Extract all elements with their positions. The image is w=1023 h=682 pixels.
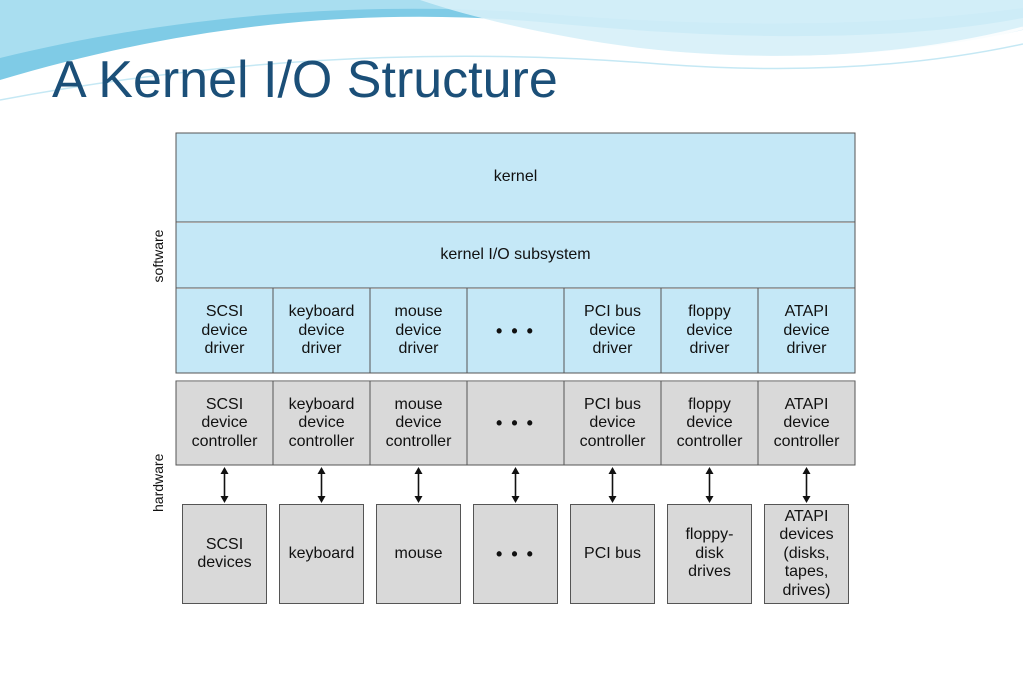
device-5: PCI bus [570,504,655,604]
device-driver-label: • • • [496,320,535,341]
device-controller-6: floppy device controller [661,382,758,465]
device-6: floppy- disk drives [667,504,752,604]
device-driver-7: ATAPI device driver [758,289,855,373]
device-driver-label: mouse device driver [394,303,443,358]
device-driver-2: keyboard device driver [273,289,370,373]
device-label: mouse [394,544,443,562]
diagram-lines [175,132,856,503]
device-4: • • • [473,504,558,604]
double-arrow [705,467,714,503]
device-label: • • • [496,543,535,564]
decorative-swoosh-header [0,0,1023,101]
device-controller-4: • • • [467,382,564,465]
device-driver-6: floppy device driver [661,289,758,373]
device-controller-5: PCI bus device controller [564,382,661,465]
kernel-io-subsystem-label: kernel I/O subsystem [440,246,591,264]
device-controller-3: mouse device controller [370,382,467,465]
device-label: PCI bus [584,544,641,562]
device-3: mouse [376,504,461,604]
device-label: ATAPI devices (disks, tapes, drives) [779,507,834,599]
device-7: ATAPI devices (disks, tapes, drives) [764,504,849,604]
device-controller-label: keyboard device controller [288,395,355,450]
device-driver-label: ATAPI device driver [783,303,830,358]
device-driver-label: keyboard device driver [288,303,355,358]
device-label: SCSI devices [197,535,252,572]
kernel-io-subsystem-layer: kernel I/O subsystem [176,223,855,288]
device-2: keyboard [279,504,364,604]
device-driver-5: PCI bus device driver [564,289,661,373]
device-label: floppy- disk drives [685,526,734,581]
kernel-io-structure-diagram: kernel kernel I/O subsystem software har… [150,131,860,606]
device-driver-3: mouse device driver [370,289,467,373]
device-driver-4: • • • [467,289,564,373]
device-driver-label: PCI bus device driver [584,303,641,358]
double-arrow [511,467,520,503]
device-controller-label: mouse device controller [385,395,452,450]
device-controller-label: SCSI device controller [191,395,258,450]
device-label: keyboard [288,544,355,562]
device-controller-label: PCI bus device controller [579,395,646,450]
kernel-layer: kernel [176,133,855,222]
device-driver-label: SCSI device driver [201,303,248,358]
connection-arrows [220,467,811,503]
device-controller-label: • • • [496,413,535,434]
device-controller-2: keyboard device controller [273,382,370,465]
double-arrow [608,467,617,503]
double-arrow [220,467,229,503]
device-driver-label: floppy device driver [686,303,733,358]
kernel-label: kernel [493,168,538,186]
device-controller-label: floppy device controller [676,395,743,450]
device-driver-1: SCSI device driver [176,289,273,373]
device-1: SCSI devices [182,504,267,604]
device-controller-7: ATAPI device controller [758,382,855,465]
slide-title: A Kernel I/O Structure [52,51,558,109]
double-arrow [802,467,811,503]
device-controller-1: SCSI device controller [176,382,273,465]
double-arrow [414,467,423,503]
double-arrow [317,467,326,503]
device-controller-label: ATAPI device controller [773,395,840,450]
